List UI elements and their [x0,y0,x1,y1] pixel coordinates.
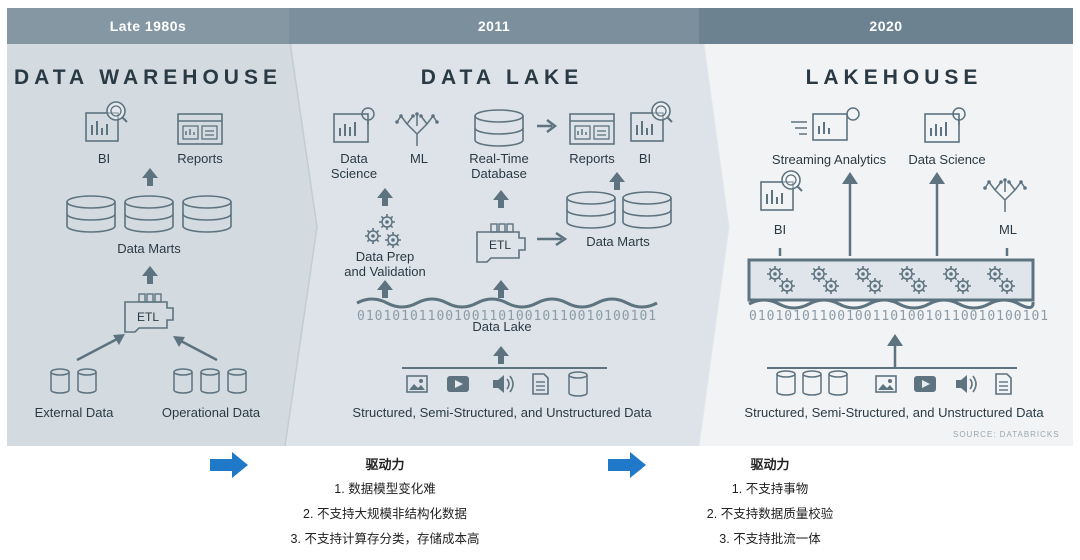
label-bi: BI [638,151,652,166]
label-data-marts: Data Marts [586,234,650,249]
lakehouse-layer [747,258,1035,302]
label-external-data: External Data [34,405,114,420]
label-operational-data: Operational Data [161,405,261,420]
title-data-warehouse: DATA WAREHOUSE [14,66,282,89]
driver-item: 2. 不支持大规模非结构化数据 [303,507,467,521]
header-bar-1 [7,8,289,44]
drivers-list-1: 驱动力 1. 数据模型变化难 2. 不支持大规模非结构化数据 3. 不支持计算存… [240,452,530,552]
label-data-sources: Structured, Semi-Structured, and Unstruc… [352,405,652,420]
lake-surface [356,297,658,309]
driver-item: 1. 不支持事物 [731,482,809,496]
lakehouse-binary: 0101010110010011010010110010100101 [749,309,1049,324]
panel-1-bg [7,8,317,446]
label-realtime-line1: Real-Time [469,151,529,166]
label-data-prep-line1: Data Prep [355,249,415,264]
drivers-list-2: 驱动力 1. 不支持事物 2. 不支持数据质量校验 3. 不支持批流一体 [670,452,870,552]
lake-binary: 0101010110010011010010110010100101 [357,309,657,324]
label-ml: ML [409,151,429,166]
label-data-science-line1: Data [340,151,368,166]
label-reports: Reports [569,151,615,166]
label-streaming-analytics: Streaming Analytics [771,152,887,167]
title-lakehouse: LAKEHOUSE [805,66,983,89]
label-etl: ETL [136,310,159,324]
label-data-science: Data Science [908,152,986,167]
era-year-1: Late 1980s [109,18,187,34]
label-bi: BI [773,222,787,237]
label-ml: ML [998,222,1018,237]
label-data-science-line2: Science [330,166,378,181]
era-year-2: 2011 [477,18,511,34]
label-realtime-line2: Database [471,166,527,181]
streaming-icon [791,107,860,141]
driver-item: 3. 不支持批流一体 [719,532,821,546]
era-year-3: 2020 [869,18,903,34]
label-data-marts: Data Marts [117,241,181,256]
driver-item: 3. 不支持计算存分类，存储成本高 [290,532,480,546]
label-data-prep-line2: and Validation [344,264,426,279]
title-data-lake: DATA LAKE [420,66,584,89]
blue-arrow-icon [608,452,646,478]
label-data-lake: Data Lake [472,319,532,334]
drivers-heading: 驱动力 [750,457,790,472]
architecture-diagram: 0101010110010011010010110010100101 [7,8,1073,446]
video-icon [447,376,469,392]
driver-item: 2. 不支持数据质量校验 [706,507,834,521]
diagram-graphics: 0101010110010011010010110010100101 [7,8,1073,446]
label-data-sources: Structured, Semi-Structured, and Unstruc… [744,405,1044,420]
label-etl: ETL [488,238,511,252]
source-credit: SOURCE: DATABRICKS [953,430,1060,439]
blue-arrow-icon [210,452,248,478]
drivers-heading: 驱动力 [365,457,405,472]
label-reports: Reports [177,151,223,166]
driver-item: 1. 数据模型变化难 [334,482,436,496]
label-bi: BI [97,151,111,166]
video-icon [914,376,936,392]
